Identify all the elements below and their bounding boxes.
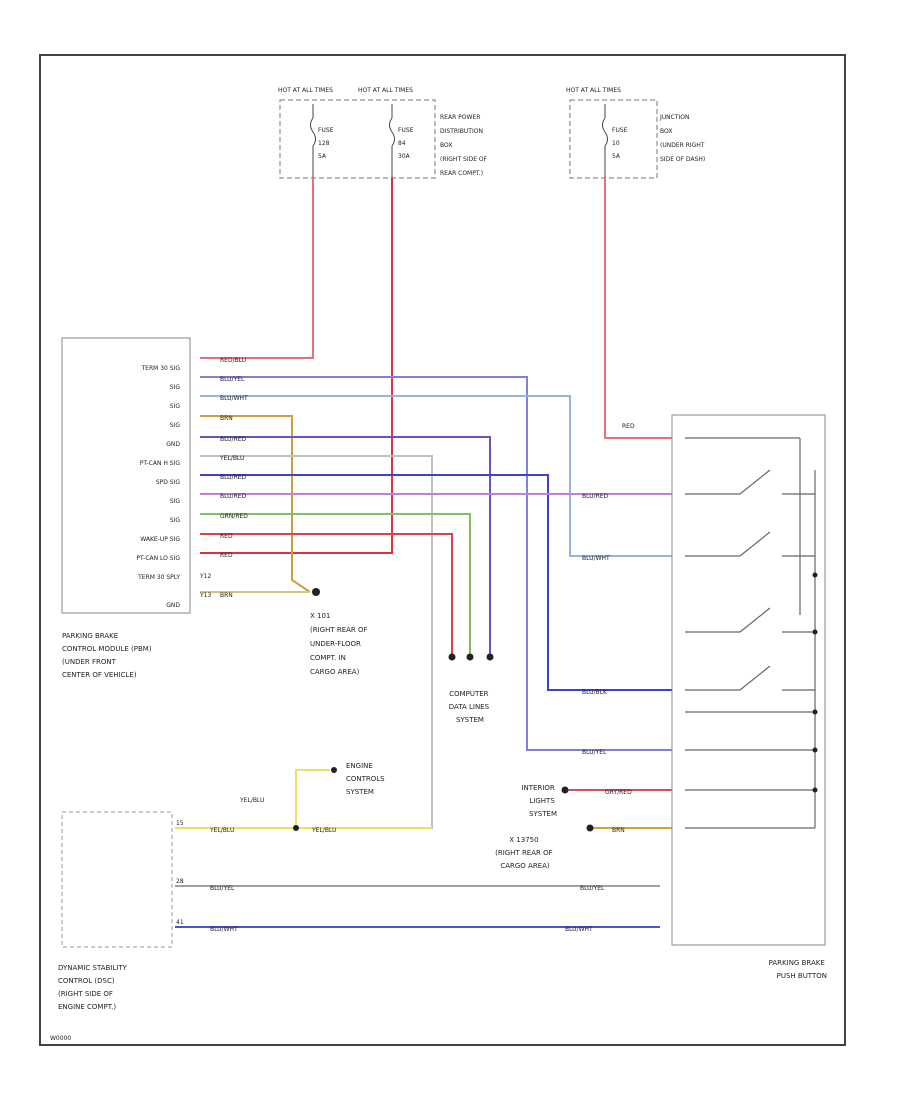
fuse-2: [389, 104, 395, 178]
pb-button-label: PARKING BRAKE PUSH BUTTON: [769, 959, 827, 980]
svg-text:GRY/RED: GRY/RED: [605, 789, 632, 796]
svg-text:SPD SIG: SPD SIG: [156, 479, 181, 486]
wire-term30-sig: [200, 178, 314, 359]
dsc-wire-1b: YEL/BLU: [311, 827, 336, 834]
dsc-pin-15: 15: [176, 820, 184, 827]
svg-text:Y12: Y12: [199, 573, 211, 580]
dsc-splice-wire: YEL/BLU: [239, 797, 264, 804]
dsc-pin-28: 28: [176, 878, 184, 885]
dsc-pin-41: 41: [176, 919, 184, 926]
fuse-1: [310, 104, 316, 178]
wire-pt-can-h: [200, 436, 491, 655]
svg-text:RED: RED: [220, 552, 233, 559]
pbm-module: [61, 337, 191, 614]
wire-term30-sply: [200, 178, 393, 554]
svg-text:SIG: SIG: [170, 517, 181, 524]
dsc-wire-2b: BLU/YEL: [580, 885, 605, 892]
svg-text:WAKE-UP SIG: WAKE-UP SIG: [140, 536, 180, 543]
hot-label-1: HOT AT ALL TIMES: [278, 87, 333, 94]
rear-power-distribution-box: [279, 99, 436, 179]
data-lines-connectors: [448, 653, 494, 661]
svg-text:SIG: SIG: [170, 384, 181, 391]
ground-x101-dot: [312, 588, 320, 596]
svg-text:BLU/WHT: BLU/WHT: [582, 555, 610, 562]
diagram-border: [39, 54, 846, 1046]
wire-sig-blu-red-1: [200, 474, 672, 691]
hot-label-2: HOT AT ALL TIMES: [358, 87, 413, 94]
svg-text:BLU/BLK: BLU/BLK: [582, 689, 608, 696]
svg-text:BLU/WHT: BLU/WHT: [220, 395, 248, 402]
svg-text:SIG: SIG: [170, 422, 181, 429]
fuse-1-text: FUSE 128 5A: [318, 127, 335, 160]
dsc-wire-3b: BLU/WHT: [565, 926, 593, 933]
svg-text:Y13: Y13: [199, 592, 211, 599]
svg-text:RED: RED: [220, 533, 233, 540]
pb-button-module: [671, 414, 826, 946]
wire-sig-blu-yel: [200, 376, 672, 751]
svg-text:BRN: BRN: [220, 415, 233, 422]
svg-text:RED/BLU: RED/BLU: [220, 357, 246, 364]
junction-box-label: JUNCTION BOX (UNDER RIGHT SIDE OF DASH): [659, 114, 706, 163]
footer-code: W0000: [50, 1035, 71, 1042]
pb-switch-network: [685, 437, 816, 829]
wire-pb-supply: [604, 178, 672, 439]
svg-text:BLU/YEL: BLU/YEL: [582, 749, 607, 756]
wire-wake-up: [200, 513, 471, 655]
data-lines-label: COMPUTER DATA LINES SYSTEM: [449, 690, 492, 724]
pbm-wire-labels: RED/BLU BLU/YEL BLU/WHT BRN BLU/RED YEL/…: [199, 357, 248, 599]
hot-label-3: HOT AT ALL TIMES: [566, 87, 621, 94]
engine-controls-label: ENGINE CONTROLS SYSTEM: [346, 762, 387, 796]
svg-text:BLU/RED: BLU/RED: [582, 493, 609, 500]
wire-pt-can-lo: [200, 533, 453, 655]
svg-text:GRN/RED: GRN/RED: [220, 513, 248, 520]
svg-text:TERM 30 SIG: TERM 30 SIG: [141, 365, 181, 372]
interior-lights-dot: [561, 786, 569, 794]
pb-nodes: [812, 572, 818, 793]
svg-text:BRN: BRN: [612, 827, 625, 834]
svg-text:BLU/YEL: BLU/YEL: [220, 376, 245, 383]
dsc-module: [61, 811, 173, 948]
pbm-label: PARKING BRAKE CONTROL MODULE (PBM) (UNDE…: [62, 632, 154, 679]
svg-text:YEL/BLU: YEL/BLU: [219, 455, 244, 462]
svg-text:SIG: SIG: [170, 498, 181, 505]
svg-text:BRN: BRN: [220, 592, 233, 599]
dsc-splice-dot: [293, 825, 299, 831]
ground-x13750-label: X 13750 (RIGHT REAR OF CARGO AREA): [495, 836, 555, 870]
wire-sig-brn: [200, 415, 311, 593]
svg-text:BLU/RED: BLU/RED: [220, 474, 247, 481]
ground-x101-label: X 101 (RIGHT REAR OF UNDER-FLOOR COMPT. …: [310, 612, 370, 676]
pbm-pin-labels: TERM 30 SIG SIG SIG SIG GND PT-CAN H SIG…: [136, 365, 180, 609]
dsc-wire-2: BLU/YEL: [210, 885, 235, 892]
svg-text:PT-CAN H SIG: PT-CAN H SIG: [140, 460, 181, 467]
svg-text:RED: RED: [622, 423, 635, 430]
svg-text:BLU/RED: BLU/RED: [220, 436, 247, 443]
interior-lights-label: INTERIOR LIGHTS SYSTEM: [521, 784, 557, 818]
svg-text:BLU/RED: BLU/RED: [220, 493, 247, 500]
svg-text:TERM 30 SPLY: TERM 30 SPLY: [137, 574, 180, 581]
fuse-3: [602, 104, 608, 178]
svg-text:GND: GND: [166, 602, 180, 609]
dsc-label: DYNAMIC STABILITY CONTROL (DSC) (RIGHT S…: [58, 964, 129, 1011]
wire-dsc-engine: [295, 769, 330, 828]
engine-controls-dot: [331, 767, 337, 773]
junction-box: [569, 99, 658, 179]
dsc-wire-3: BLU/WHT: [210, 926, 238, 933]
rear-power-distribution-box-label: REAR POWER DISTRIBUTION BOX (RIGHT SIDE …: [440, 114, 489, 177]
ground-x13750-dot: [586, 824, 594, 832]
fuse-2-text: FUSE 84 30A: [398, 127, 415, 160]
pb-wire-labels: RED BLU/RED BLU/WHT BLU/BLK BLU/YEL GRY/…: [582, 423, 635, 834]
svg-text:PT-CAN LO SIG: PT-CAN LO SIG: [136, 555, 180, 562]
svg-text:SIG: SIG: [170, 403, 181, 410]
fuse-3-text: FUSE 10 5A: [612, 127, 629, 160]
dsc-wire-1: YEL/BLU: [209, 827, 234, 834]
wire-sig-blu-wht: [200, 395, 672, 557]
svg-text:GND: GND: [166, 441, 180, 448]
